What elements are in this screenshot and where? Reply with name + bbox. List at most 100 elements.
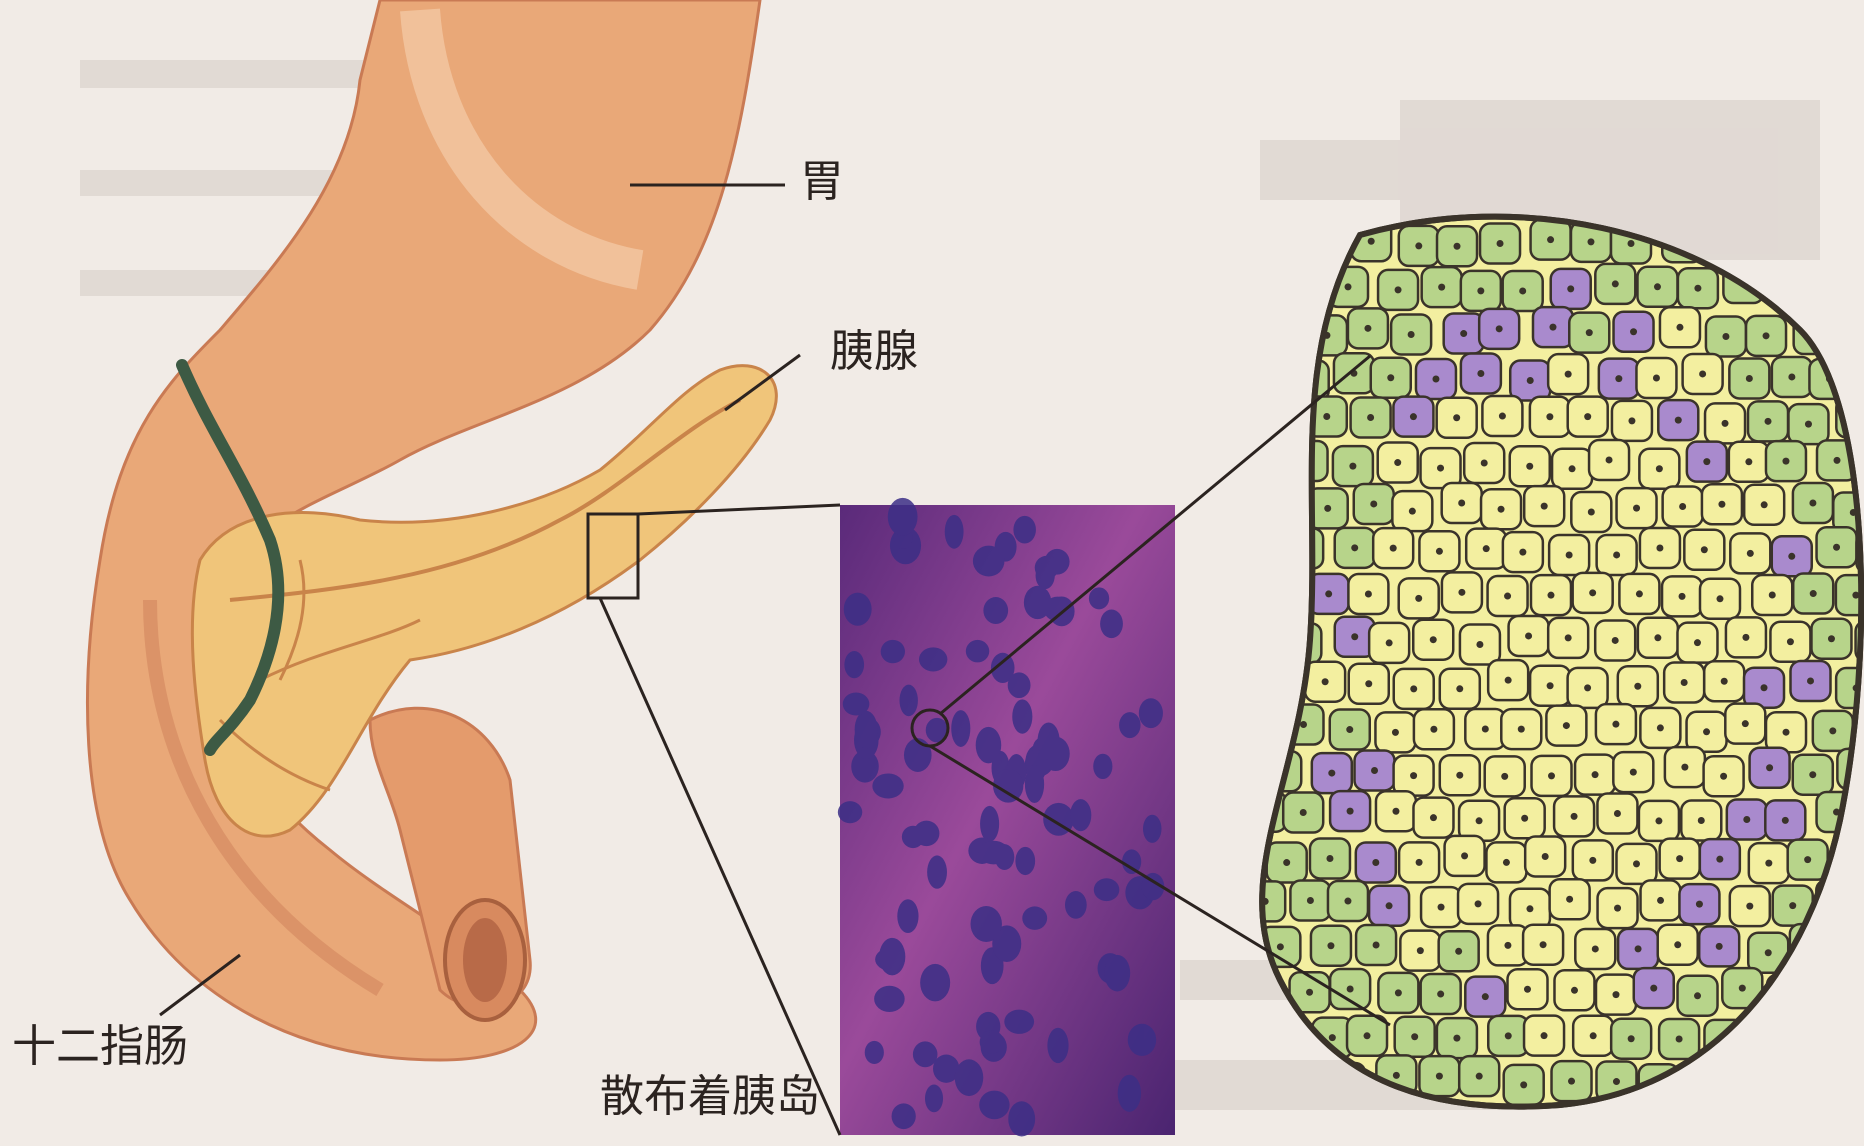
islet-cell-nucleus bbox=[1501, 773, 1508, 780]
islet-cell bbox=[1853, 793, 1864, 833]
islet-cell-nucleus bbox=[1832, 988, 1839, 995]
islet-cell-nucleus bbox=[1746, 903, 1753, 910]
islet-cell-nucleus bbox=[1460, 330, 1467, 337]
islet-cell-nucleus bbox=[1743, 816, 1750, 823]
islet-cell-nucleus bbox=[1694, 992, 1701, 999]
micrograph-nucleus bbox=[920, 964, 950, 1001]
islet-cell-nucleus bbox=[1587, 238, 1594, 245]
islet-cell-nucleus bbox=[1481, 459, 1488, 466]
islet-cell-nucleus bbox=[1498, 506, 1505, 513]
islet-cell-nucleus bbox=[1588, 509, 1595, 516]
islet-cell-nucleus bbox=[1300, 545, 1307, 552]
islet-cell-nucleus bbox=[1703, 728, 1710, 735]
islet-cell-nucleus bbox=[1458, 589, 1465, 596]
islet-cell-nucleus bbox=[1829, 727, 1836, 734]
islet-cell-nucleus bbox=[1810, 1035, 1817, 1042]
micrograph-nucleus bbox=[955, 1059, 984, 1096]
islet-cell-nucleus bbox=[1307, 282, 1314, 289]
islet-cell-nucleus bbox=[1566, 896, 1573, 903]
islet-cell-nucleus bbox=[1347, 201, 1354, 208]
islet-cell-nucleus bbox=[1284, 508, 1291, 515]
islet-cell-nucleus bbox=[1409, 508, 1416, 515]
islet-cell-nucleus bbox=[1430, 726, 1437, 733]
islet-cell-nucleus bbox=[1746, 375, 1753, 382]
islet-cell-nucleus bbox=[1298, 640, 1305, 647]
islet-cell bbox=[1816, 972, 1856, 1012]
islet-cell-nucleus bbox=[1367, 414, 1374, 421]
islet-cell-nucleus bbox=[1612, 280, 1619, 287]
islet-cell-nucleus bbox=[1563, 722, 1570, 729]
islet-cell-nucleus bbox=[1681, 679, 1688, 686]
islet-cell-nucleus bbox=[1455, 948, 1462, 955]
islet-cell-nucleus bbox=[1718, 501, 1725, 508]
islet-cell-nucleus bbox=[1699, 1077, 1706, 1084]
islet-cell bbox=[1835, 226, 1864, 266]
islet-cell bbox=[1238, 445, 1278, 485]
islet-cell-nucleus bbox=[1525, 632, 1532, 639]
islet-cell-nucleus bbox=[1589, 589, 1596, 596]
micrograph-nucleus bbox=[966, 640, 989, 663]
islet-cell-nucleus bbox=[1674, 941, 1681, 948]
micrograph-nucleus bbox=[865, 1041, 884, 1064]
islet-cell-nucleus bbox=[1417, 947, 1424, 954]
islet-cell-nucleus bbox=[1703, 458, 1710, 465]
micrograph-nucleus bbox=[1008, 672, 1031, 698]
islet-cell-nucleus bbox=[1614, 905, 1621, 912]
islet-cell-nucleus bbox=[1849, 857, 1856, 864]
islet-cell bbox=[1831, 308, 1864, 348]
islet-cell-nucleus bbox=[1454, 243, 1461, 250]
micrograph-nucleus bbox=[1118, 1075, 1141, 1112]
islet-cell-nucleus bbox=[1809, 500, 1816, 507]
islet-cell-nucleus bbox=[1520, 1081, 1527, 1088]
islet-cell-nucleus bbox=[1584, 413, 1591, 420]
micrograph-nucleus bbox=[1022, 906, 1047, 929]
stomach-label: 胃 bbox=[800, 160, 844, 204]
islet-cell bbox=[1264, 228, 1304, 268]
islet-cell-nucleus bbox=[1763, 332, 1770, 339]
islet-cell-nucleus bbox=[1650, 985, 1657, 992]
pancreas-label: 胰腺 bbox=[830, 330, 918, 374]
micrograph-nucleus bbox=[892, 1103, 916, 1129]
micrograph-nucleus bbox=[888, 498, 918, 536]
micrograph-nucleus bbox=[843, 692, 870, 715]
islet-cell-nucleus bbox=[1521, 815, 1528, 822]
islet-cell-nucleus bbox=[1634, 683, 1641, 690]
islet-cell bbox=[1260, 659, 1300, 699]
islet-cell bbox=[1266, 313, 1306, 353]
islet-cell-nucleus bbox=[1461, 852, 1468, 859]
islet-cell bbox=[1244, 536, 1284, 576]
micrograph-nucleus bbox=[971, 906, 1002, 942]
islet-cell bbox=[1840, 1012, 1864, 1052]
islet-cell-nucleus bbox=[1524, 986, 1531, 993]
micrograph-nucleus bbox=[844, 593, 872, 626]
islet-cell-nucleus bbox=[1761, 501, 1768, 508]
islet-cell-nucleus bbox=[1365, 680, 1372, 687]
islet-cell-nucleus bbox=[1505, 1032, 1512, 1039]
islet-cell-nucleus bbox=[1745, 458, 1752, 465]
islet-cell-nucleus bbox=[1852, 243, 1859, 250]
micrograph-nucleus bbox=[1139, 698, 1163, 728]
islet-cell-nucleus bbox=[1453, 1035, 1460, 1042]
islet-cell-nucleus bbox=[1810, 331, 1817, 338]
micrograph-nucleus bbox=[1070, 799, 1091, 831]
islet-cell-nucleus bbox=[1592, 945, 1599, 952]
islet-cell-nucleus bbox=[1476, 641, 1483, 648]
islet-cell-nucleus bbox=[1679, 593, 1686, 600]
duodenum-label: 十二指肠 bbox=[12, 1025, 188, 1069]
islet-cell-nucleus bbox=[1722, 420, 1729, 427]
islet-cell-nucleus bbox=[1344, 898, 1351, 905]
islet-cell-nucleus bbox=[1791, 1073, 1798, 1080]
islet-cell-nucleus bbox=[1782, 817, 1789, 824]
islet-cell bbox=[1281, 623, 1321, 663]
islet-cell-nucleus bbox=[1300, 721, 1307, 728]
islet-cell-nucleus bbox=[1675, 417, 1682, 424]
islet-cell-nucleus bbox=[1368, 238, 1375, 245]
islet-cell-nucleus bbox=[1548, 772, 1555, 779]
islet-cell-nucleus bbox=[1365, 590, 1372, 597]
islet-cell-nucleus bbox=[1549, 324, 1556, 331]
micrograph-nucleus bbox=[978, 841, 1009, 865]
islet-cell-nucleus bbox=[1263, 287, 1270, 294]
islet-cell bbox=[1858, 968, 1864, 1008]
islet-cell-nucleus bbox=[1518, 726, 1525, 733]
micrograph-nucleus bbox=[925, 1085, 943, 1113]
